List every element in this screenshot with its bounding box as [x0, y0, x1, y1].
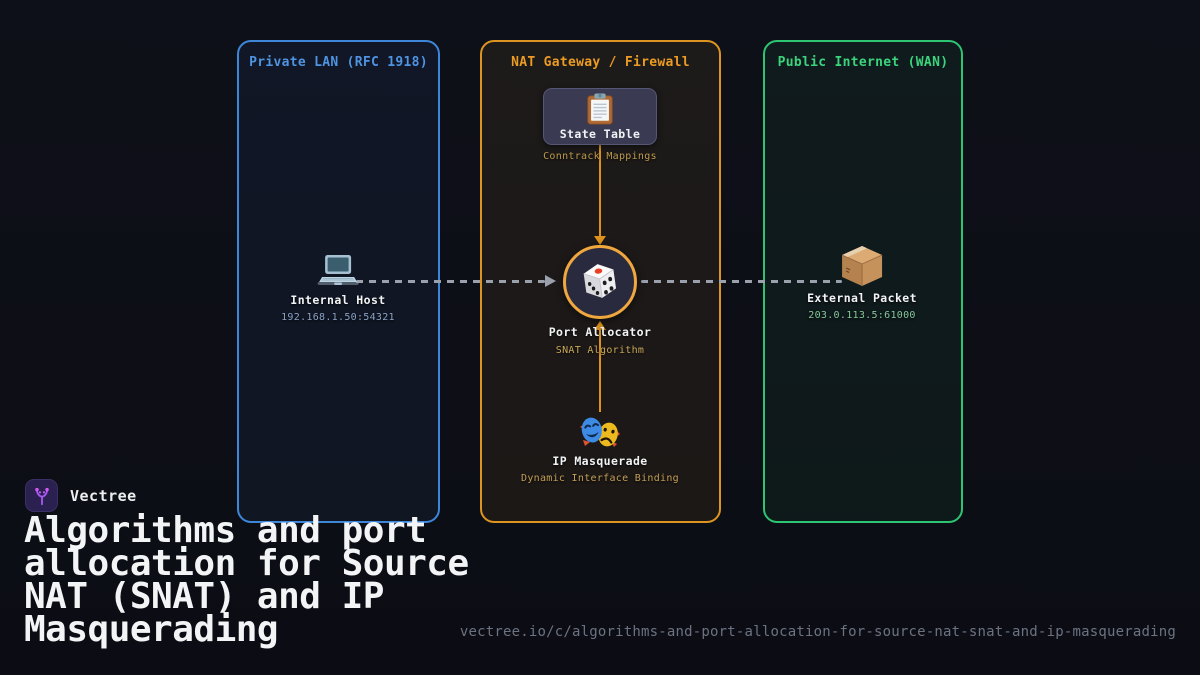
dice-icon: [583, 264, 617, 298]
package-icon: [841, 246, 883, 286]
internal-host-label: Internal Host: [290, 293, 386, 307]
vectree-logo: [25, 479, 58, 512]
masks-icon: [579, 417, 620, 447]
arrowhead-right-icon: [545, 275, 556, 287]
connector-internal-to-allocator: [356, 280, 545, 283]
connector-statetable-to-allocator: [599, 145, 601, 237]
node-internal-host: Internal Host 192.168.1.50:54321: [281, 250, 395, 323]
external-packet-address: 203.0.113.5:61000: [808, 310, 916, 321]
node-port-allocator: [563, 245, 637, 319]
page-title: Algorithms and port allocation for Sourc…: [24, 510, 469, 650]
port-allocator-label: Port Allocator: [548, 325, 652, 339]
panel-title-nat-gateway: NAT Gateway / Firewall: [511, 55, 690, 70]
arrowhead-down-icon: [594, 236, 606, 245]
connector-allocator-to-external: [641, 280, 842, 283]
brand-row: Vectree: [25, 479, 137, 512]
node-ip-masquerade: IP Masquerade Dynamic Interface Binding: [521, 413, 679, 484]
node-state-table: State Table: [543, 88, 657, 145]
external-packet-label: External Packet: [807, 291, 917, 305]
clipboard-icon: [587, 92, 613, 125]
node-external-packet: External Packet 203.0.113.5:61000: [807, 244, 917, 321]
ip-masquerade-label: IP Masquerade: [552, 454, 648, 468]
arrowhead-up-icon: [594, 321, 606, 330]
internal-host-address: 192.168.1.50:54321: [281, 312, 395, 323]
vectree-branch-icon: [34, 487, 49, 505]
ip-masquerade-sublabel: Dynamic Interface Binding: [520, 473, 680, 484]
footer-url: vectree.io/c/algorithms-and-port-allocat…: [459, 624, 1176, 640]
state-table-sublabel: Conntrack Mappings: [543, 151, 657, 162]
state-table-label: State Table: [559, 126, 641, 141]
panel-title-private-lan: Private LAN (RFC 1918): [249, 55, 428, 70]
port-allocator-labels: Port Allocator SNAT Algorithm: [549, 325, 652, 356]
panel-title-public-wan: Public Internet (WAN): [777, 55, 949, 70]
port-allocator-sublabel: SNAT Algorithm: [555, 345, 645, 356]
connector-masquerade-to-allocator: [599, 330, 601, 412]
brand-name: Vectree: [70, 486, 137, 505]
laptop-icon: [317, 255, 359, 285]
